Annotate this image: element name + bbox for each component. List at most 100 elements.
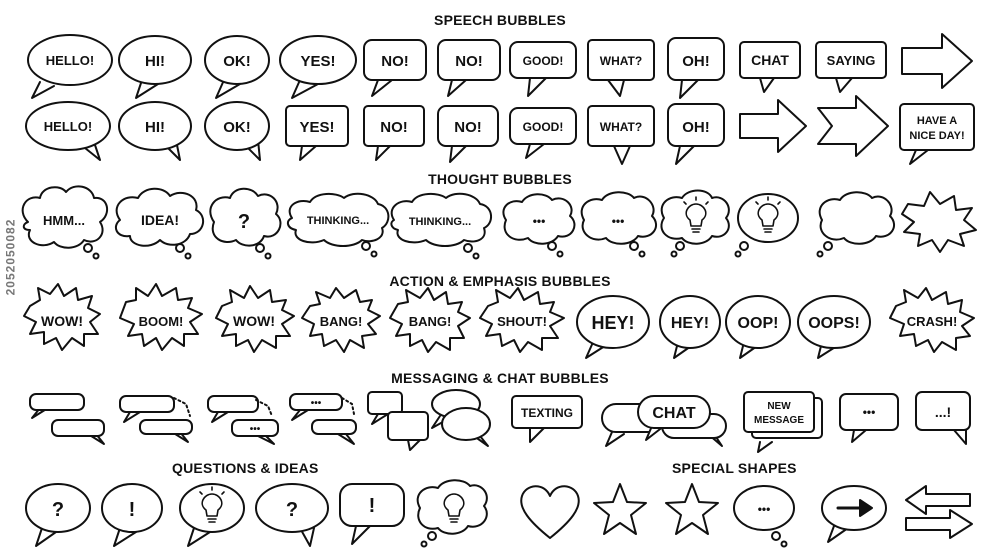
double-arrow-icon [905,485,973,539]
chat-pair-empty-1 [29,393,105,445]
bubble-text: WOW! [41,313,83,329]
bubble-text: SAYING [827,53,876,68]
bubble-text: CRASH! [907,314,958,329]
thought-bubble-lightbulb [660,189,730,258]
bubble-text: YES! [299,119,334,136]
speech-bubble-what-2: WHAT? [587,105,655,165]
speech-bubble-ok-1: OK! [204,35,270,99]
speech-bubble-yes-1: YES! [279,35,357,99]
lightbulb-icon [755,196,781,233]
speech-bubble-hi-2: HI! [118,101,192,161]
chat-pair-dots-2: ••• [289,393,357,445]
bubble-text-line1: HAVE A [917,115,957,127]
thought-bubble-hmm: HMM... [21,185,109,260]
speech-bubble-hey-1: HEY! [576,295,650,359]
thought-bubble-question: ? [209,187,282,260]
bubble-text: BANG! [409,314,452,329]
speech-bubble-no-2: NO! [437,39,501,97]
speech-bubble-chat-1: CHAT [739,41,801,93]
arrow-icon [836,499,873,517]
bubble-text: ! [129,499,136,521]
speech-bubble-saying-1: SAYING [815,41,887,93]
speech-bubble-texting: TEXTING [511,395,583,443]
bubble-text: SHOUT! [497,314,547,329]
bubble-text: HEY! [591,313,634,333]
speech-bubble-good-2: GOOD! [509,107,577,159]
bubble-text: THINKING... [409,216,471,228]
bubble-text: OK! [223,53,251,70]
bubble-text: BANG! [320,314,363,329]
bubble-text: HMM... [43,213,85,228]
heart-icon [520,485,580,539]
chat-bubble-dots: ••• [839,393,899,443]
burst-bubble-empty [901,191,977,253]
bubble-text: OH! [682,119,710,136]
heading-special-shapes: SPECIAL SHAPES [672,460,797,476]
bubble-text: HI! [145,119,165,136]
heading-action-bubbles: ACTION & EMPHASIS BUBBLES [389,273,611,289]
speech-bubble-oops: OOPS! [797,295,871,359]
bubble-text: HELLO! [44,119,92,134]
speech-bubble-new-message: NEW MESSAGE [743,391,823,453]
bubble-text-line2: MESSAGE [754,415,804,426]
bubble-text: ...! [935,404,951,420]
speech-bubble-hello-2: HELLO! [25,101,111,161]
speech-bubble-yes-2: YES! [285,105,349,161]
thought-bubble-lightbulb-2 [416,479,488,548]
star-icon [593,483,647,535]
thought-bubble-empty [816,191,895,258]
bubble-text: NO! [381,53,409,70]
bubble-text: ? [52,499,64,521]
bubble-text: ••• [612,214,625,228]
bubble-text: HEY! [671,315,709,332]
star-icon [665,483,719,535]
speech-bubble-oop: OOP! [725,295,791,359]
thought-bubble-idea: IDEA! [114,187,205,260]
burst-bubble-boom: BOOM! [119,283,203,351]
heading-messaging-bubbles: MESSAGING & CHAT BUBBLES [391,370,609,386]
arrow-bubble-3 [817,95,889,157]
bubble-text: OOPS! [808,315,860,332]
bubble-dots: ••• [311,398,322,409]
speech-bubble-hello-1: HELLO! [27,34,113,99]
bubble-text: THINKING... [307,215,369,227]
speech-bubble-hey-2: HEY! [659,295,721,359]
chat-bubble-dots-bang: ...! [915,391,971,445]
bubble-text-line2: NICE DAY! [909,130,964,142]
bubble-dots: ••• [863,405,876,419]
bubble-text: CHAT [652,405,695,422]
bubble-dots: ••• [250,424,261,435]
bubble-text: IDEA! [141,212,179,228]
bubble-text: OH! [682,53,710,70]
thought-bubble-thinking-2: THINKING... [390,192,492,260]
speech-bubble-lightbulb [179,483,245,547]
bubble-text: OOP! [738,315,779,332]
speech-bubble-ok-2: OK! [204,101,270,161]
bubble-text: ! [369,495,376,517]
lightbulb-icon [443,493,465,523]
speech-bubble-question-2: ? [255,483,329,547]
bubble-text: WHAT? [600,54,642,68]
speech-bubble-exclaim-1: ! [101,483,163,547]
bubble-text: HI! [145,53,165,70]
bubble-dots: ••• [758,502,771,516]
burst-bubble-wow-1: WOW! [23,283,101,351]
bubble-text: ? [286,499,298,521]
bubble-text: YES! [300,53,335,70]
speech-bubble-oh-2: OH! [667,103,725,165]
bubble-text-line1: NEW [767,401,791,412]
lightbulb-icon [683,196,709,233]
bubble-text: GOOD! [523,120,564,134]
speech-bubble-no-4: NO! [437,105,499,163]
heading-thought-bubbles: THOUGHT BUBBLES [428,171,572,187]
thought-bubble-dots-1: ••• [502,193,576,258]
heading-speech-bubbles: SPEECH BUBBLES [434,12,566,28]
chat-pair-dots-1: ••• [207,395,279,445]
heading-questions-ideas: QUESTIONS & IDEAS [172,460,319,476]
chat-bubble-chat-pair: CHAT [601,395,727,447]
arrow-bubble-1 [901,33,973,89]
speech-bubble-have-a-nice-day: HAVE A NICE DAY! [899,103,975,165]
lightbulb-icon [199,486,225,523]
bubble-text: NO! [380,119,408,136]
